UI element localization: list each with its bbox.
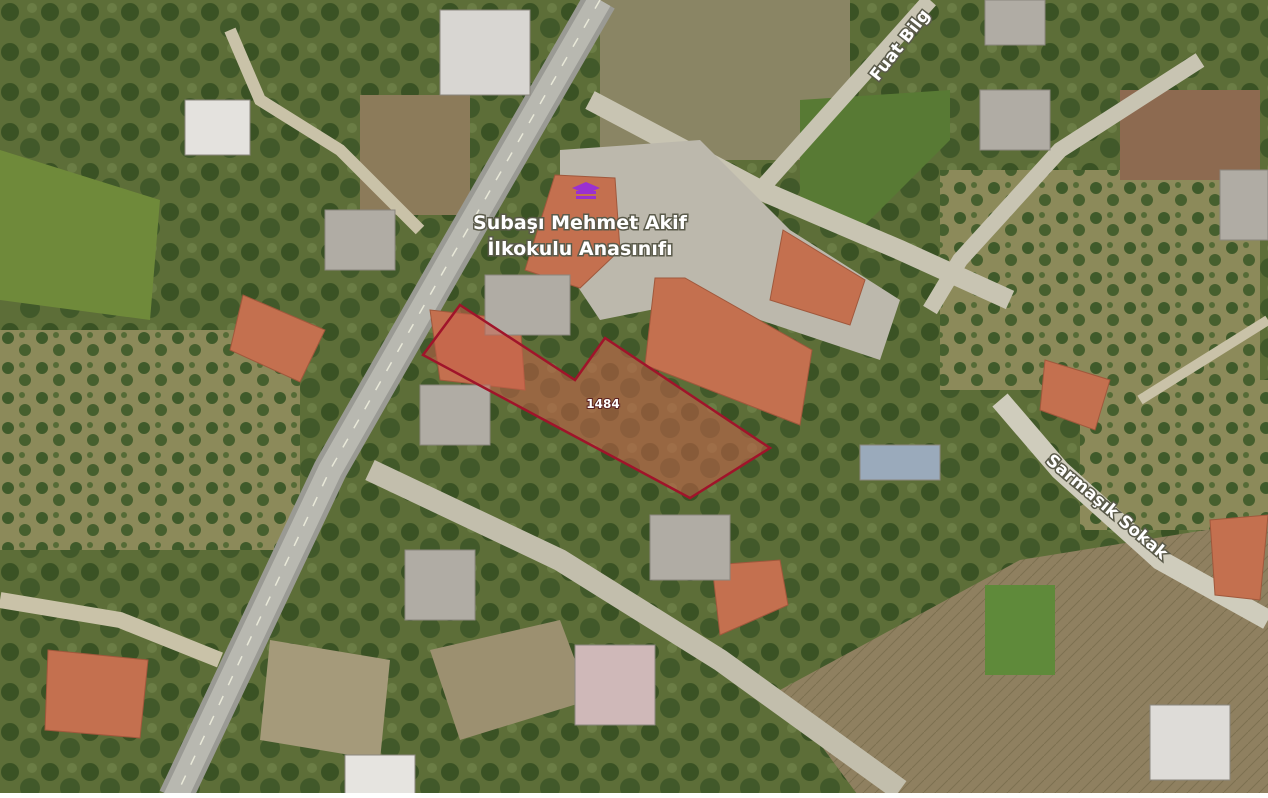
building-pink[interactable]: [574, 644, 656, 726]
building-grey-1[interactable]: [324, 209, 396, 271]
dirt-road-west: [0, 592, 223, 668]
building-grey-5[interactable]: [979, 89, 1051, 151]
road-northeast[interactable]: [923, 53, 1205, 315]
map-bottom-edge: [0, 793, 1268, 798]
building-school-annex[interactable]: [769, 229, 866, 326]
building-grey-2[interactable]: [484, 274, 571, 336]
sarmasik-street[interactable]: [992, 393, 1268, 629]
field-plot-fuat: [800, 90, 950, 230]
building-grey-3[interactable]: [404, 549, 476, 621]
orchard-west: [0, 330, 300, 550]
building-white-3[interactable]: [1149, 704, 1231, 781]
building-southwest[interactable]: [44, 649, 149, 739]
building-far-east[interactable]: [1209, 514, 1268, 601]
building-south[interactable]: [711, 559, 789, 636]
building-grey-4[interactable]: [649, 514, 731, 581]
building-grey-7[interactable]: [1219, 169, 1268, 241]
fuat-street[interactable]: [754, 0, 936, 196]
building-west[interactable]: [229, 294, 326, 383]
meadow-west: [0, 150, 160, 320]
school-icon[interactable]: [572, 182, 600, 199]
main-road-centerline: [174, 0, 601, 798]
field-plot-north: [360, 95, 470, 215]
poi-label-line1: Subaşı Mehmet Akif: [473, 212, 688, 234]
green-patch: [985, 585, 1055, 675]
side-road-south[interactable]: [365, 460, 907, 798]
building-white-2[interactable]: [439, 9, 531, 96]
path-northwest: [224, 27, 425, 235]
path-east: [1137, 315, 1268, 405]
building-metal-roof[interactable]: [859, 444, 941, 481]
poi-label-line2: İlkokulu Anasınıfı: [487, 236, 672, 260]
building-white-north[interactable]: [184, 99, 251, 156]
building-east[interactable]: [1039, 359, 1111, 431]
field-plot-south: [430, 620, 590, 740]
parcel-number-label: 1484: [586, 397, 619, 411]
parcel-1484[interactable]: [421, 303, 773, 500]
building-anasinifi[interactable]: [524, 174, 621, 289]
field-plot-southwest: [260, 640, 390, 760]
building-grey-8[interactable]: [419, 384, 491, 446]
building-grey-6[interactable]: [984, 0, 1046, 46]
building-white-4[interactable]: [344, 754, 416, 798]
building-school-main[interactable]: [644, 277, 813, 426]
